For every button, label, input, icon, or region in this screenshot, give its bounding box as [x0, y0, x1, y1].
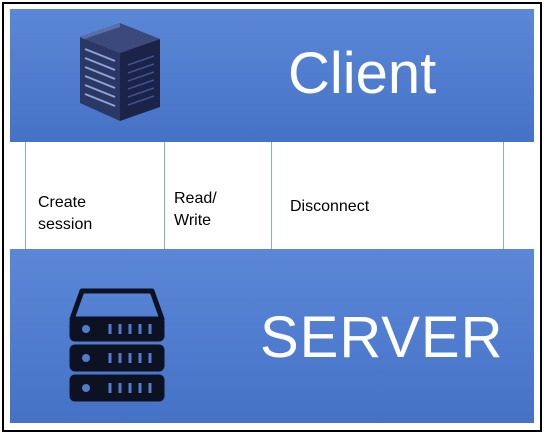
- divider-left: [25, 142, 26, 249]
- step-read-write: Read/ Write: [174, 190, 217, 229]
- divider-after-readwrite: [271, 142, 272, 249]
- step-disconnect: Disconnect: [290, 198, 370, 215]
- server-tower-icon: [80, 23, 160, 121]
- server-band: SERVER: [10, 249, 534, 423]
- divider-right: [503, 142, 504, 270]
- server-rack-icon: [69, 288, 165, 402]
- client-title: Client: [288, 41, 437, 106]
- client-band: Client: [10, 9, 534, 142]
- divider-after-create: [164, 142, 165, 249]
- step-create-session: Create session: [38, 194, 93, 233]
- server-title: SERVER: [260, 305, 504, 370]
